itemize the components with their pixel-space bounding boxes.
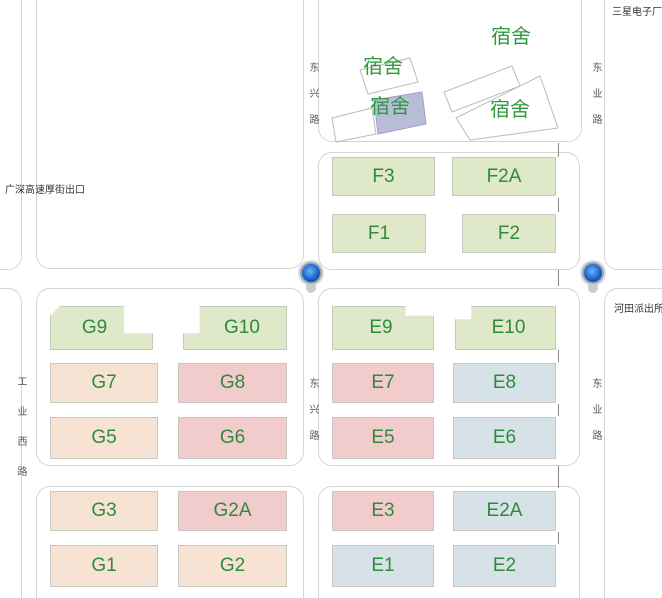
building-G2A[interactable]: G2A [178, 491, 287, 531]
road-label-dongye-upper: 东业路 [590, 62, 601, 140]
dormitory-label-1: 宿舍 [363, 56, 403, 78]
building-E2A[interactable]: E2A [453, 491, 556, 531]
building-E2[interactable]: E2 [453, 545, 556, 587]
building-G3[interactable]: G3 [50, 491, 158, 531]
block-far-east-lower [604, 288, 662, 598]
dimension-tick-1 [558, 143, 559, 157]
block-west-upper [36, 0, 304, 269]
block-dormitory-area [318, 0, 582, 142]
building-E6[interactable]: E6 [453, 417, 556, 459]
building-E5[interactable]: E5 [332, 417, 434, 459]
block-far-east-upper [604, 0, 662, 270]
road-label-dongxing-upper: 东兴路 [307, 62, 318, 140]
road-label-gongyexi: 工业西路 [15, 376, 26, 496]
building-G8[interactable]: G8 [178, 363, 287, 403]
road-label-dongye-lower: 东业路 [590, 378, 601, 456]
dimension-tick-3 [558, 270, 559, 286]
gate-west-icon[interactable] [300, 262, 322, 284]
dormitory-blue-building [373, 91, 427, 135]
gate-west-stem [306, 284, 316, 293]
building-G1[interactable]: G1 [50, 545, 158, 587]
building-E1[interactable]: E1 [332, 545, 434, 587]
building-E3[interactable]: E3 [332, 491, 434, 531]
dimension-tick-4 [558, 350, 559, 362]
dormitory-label-4: 宿舍 [490, 99, 530, 121]
dimension-tick-5 [558, 404, 559, 416]
building-F2A[interactable]: F2A [452, 157, 556, 196]
building-F2[interactable]: F2 [462, 214, 556, 253]
building-F1[interactable]: F1 [332, 214, 426, 253]
dimension-tick-6 [558, 466, 559, 488]
dimension-tick-2 [558, 198, 559, 212]
dormitory-outline-2 [331, 107, 377, 143]
building-G2[interactable]: G2 [178, 545, 287, 587]
gate-east-icon[interactable] [582, 262, 604, 284]
building-F3[interactable]: F3 [332, 157, 435, 196]
building-G7[interactable]: G7 [50, 363, 158, 403]
gate-east-stem [588, 284, 598, 293]
place-label-samsung: 三星电子厂 [612, 7, 662, 18]
dormitory-label-3: 宿舍 [491, 26, 531, 48]
road-label-dongxing-lower: 东兴路 [307, 378, 318, 456]
building-G6[interactable]: G6 [178, 417, 287, 459]
dimension-tick-7 [558, 532, 559, 544]
block-far-west [0, 0, 22, 270]
building-G5[interactable]: G5 [50, 417, 158, 459]
dormitory-outline-4 [455, 75, 559, 141]
place-label-hetian-police: 河田派出所 [614, 304, 662, 315]
block-far-west-lower [0, 288, 22, 598]
dormitory-label-2: 宿舍 [370, 96, 410, 118]
building-E8[interactable]: E8 [453, 363, 556, 403]
dormitory-outline-1 [359, 57, 419, 95]
building-E7[interactable]: E7 [332, 363, 434, 403]
place-label-guangshen-exit: 广深高速厚街出口 [5, 185, 85, 196]
